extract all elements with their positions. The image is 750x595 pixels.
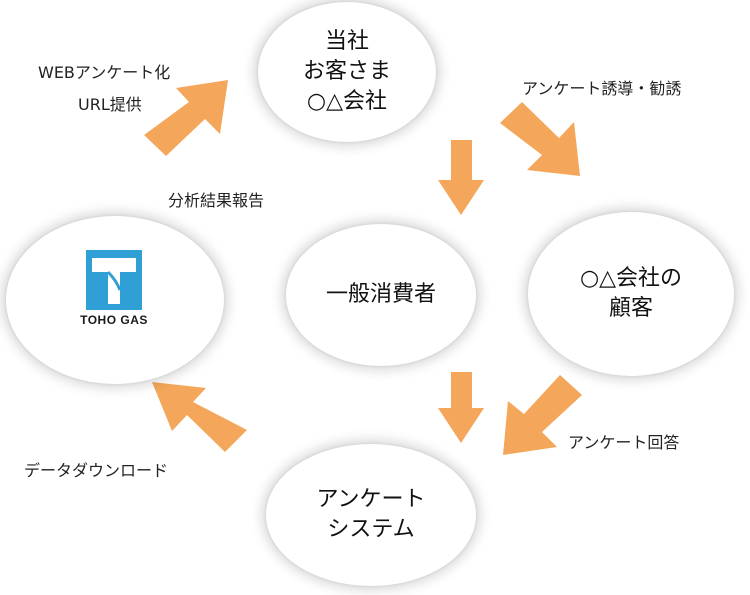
arrow-customer-to-system	[503, 375, 582, 455]
node-system: アンケート システム	[266, 444, 476, 586]
node-system-label: アンケート システム	[316, 485, 425, 545]
node-client: 当社 お客さま ○△会社	[258, 2, 436, 142]
node-consumer-label: 一般消費者	[325, 282, 436, 307]
arrow-client-to-consumer	[438, 140, 484, 215]
toho-gas-logo	[86, 250, 142, 334]
arrow-consumer-to-system	[438, 372, 484, 443]
arrow-system-to-toho	[152, 382, 247, 452]
note-web-survey: WEBアンケート化	[38, 63, 171, 82]
toho-gas-logo-text: TOHO GAS	[80, 313, 148, 327]
node-system-line-1: アンケート	[316, 487, 426, 512]
node-consumer: 一般消費者	[286, 224, 476, 366]
toho-gas-logo-mark-icon	[86, 250, 142, 310]
note-report: 分析結果報告	[168, 191, 265, 210]
node-client-label: 当社 お客さま ○△会社	[303, 27, 391, 117]
node-system-line-2: システム	[327, 517, 415, 542]
note-guide: アンケート誘導・勧誘	[522, 79, 682, 98]
node-client-line-1: 当社	[324, 29, 369, 54]
node-client-line-3: ○△会社	[306, 89, 388, 114]
node-client-line-2: お客さま	[302, 59, 391, 84]
note-answer: アンケート回答	[568, 433, 680, 452]
note-download: データダウンロード	[24, 461, 169, 480]
node-customer-line-2: 顧客	[608, 296, 653, 321]
arrow-toho-to-client	[144, 80, 228, 156]
note-url: URL提供	[78, 95, 142, 114]
arrow-client-to-customer	[500, 102, 580, 176]
node-customer: ○△会社の 顧客	[528, 212, 734, 376]
node-customer-line-1: ○△会社の	[579, 266, 683, 291]
node-customer-label: ○△会社の 顧客	[580, 264, 682, 324]
